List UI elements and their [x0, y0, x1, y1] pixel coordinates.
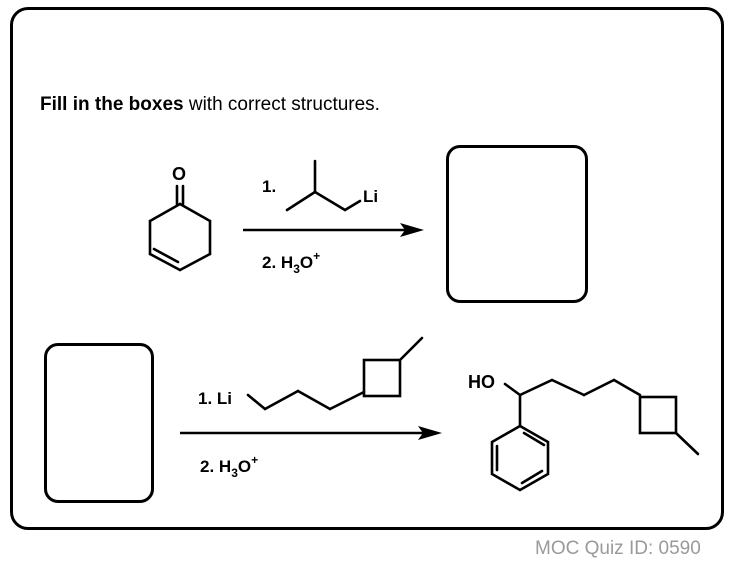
reaction2-step2-text: 2. H: [200, 457, 231, 476]
quiz-id-footer: MOC Quiz ID: 0590: [535, 538, 701, 559]
reaction2-step2-charge: +: [251, 453, 258, 467]
reaction1-step2-atom: O: [300, 253, 313, 272]
product-ho-label: HO: [468, 372, 495, 392]
reaction1-step2-text: 2. H: [262, 253, 293, 272]
answer-box-starting-material[interactable]: [44, 343, 154, 503]
product-alcohol-structure: [490, 378, 700, 492]
reaction2-step1-label: 1. Li: [198, 389, 232, 408]
answer-box-product[interactable]: [446, 145, 588, 303]
reaction2-step2-atom: O: [238, 457, 251, 476]
instruction-text: Fill in the boxes with correct structure…: [40, 94, 380, 116]
cyclohexenone-structure: [148, 184, 212, 272]
ketone-oxygen-label: O: [172, 164, 186, 184]
isobutyllithium-structure: [285, 159, 362, 212]
cyclobutyl-propyllithium-structure: [246, 336, 424, 411]
reaction2-step2-label: 2. H3O+: [200, 453, 258, 480]
reaction1-step2-label: 2. H3O+: [262, 249, 320, 276]
instruction-rest: with correct structures.: [183, 94, 380, 115]
reaction1-arrow: [243, 223, 424, 237]
reaction2-arrow: [180, 426, 442, 440]
reaction1-step1-label: 1.: [262, 177, 276, 196]
reaction1-step2-charge: +: [313, 249, 320, 263]
reaction2-step2-subscript: 3: [231, 466, 238, 480]
reagent1-li-label: Li: [363, 187, 378, 206]
reaction1-step2-subscript: 3: [293, 262, 300, 276]
instruction-bold: Fill in the boxes: [40, 94, 184, 115]
